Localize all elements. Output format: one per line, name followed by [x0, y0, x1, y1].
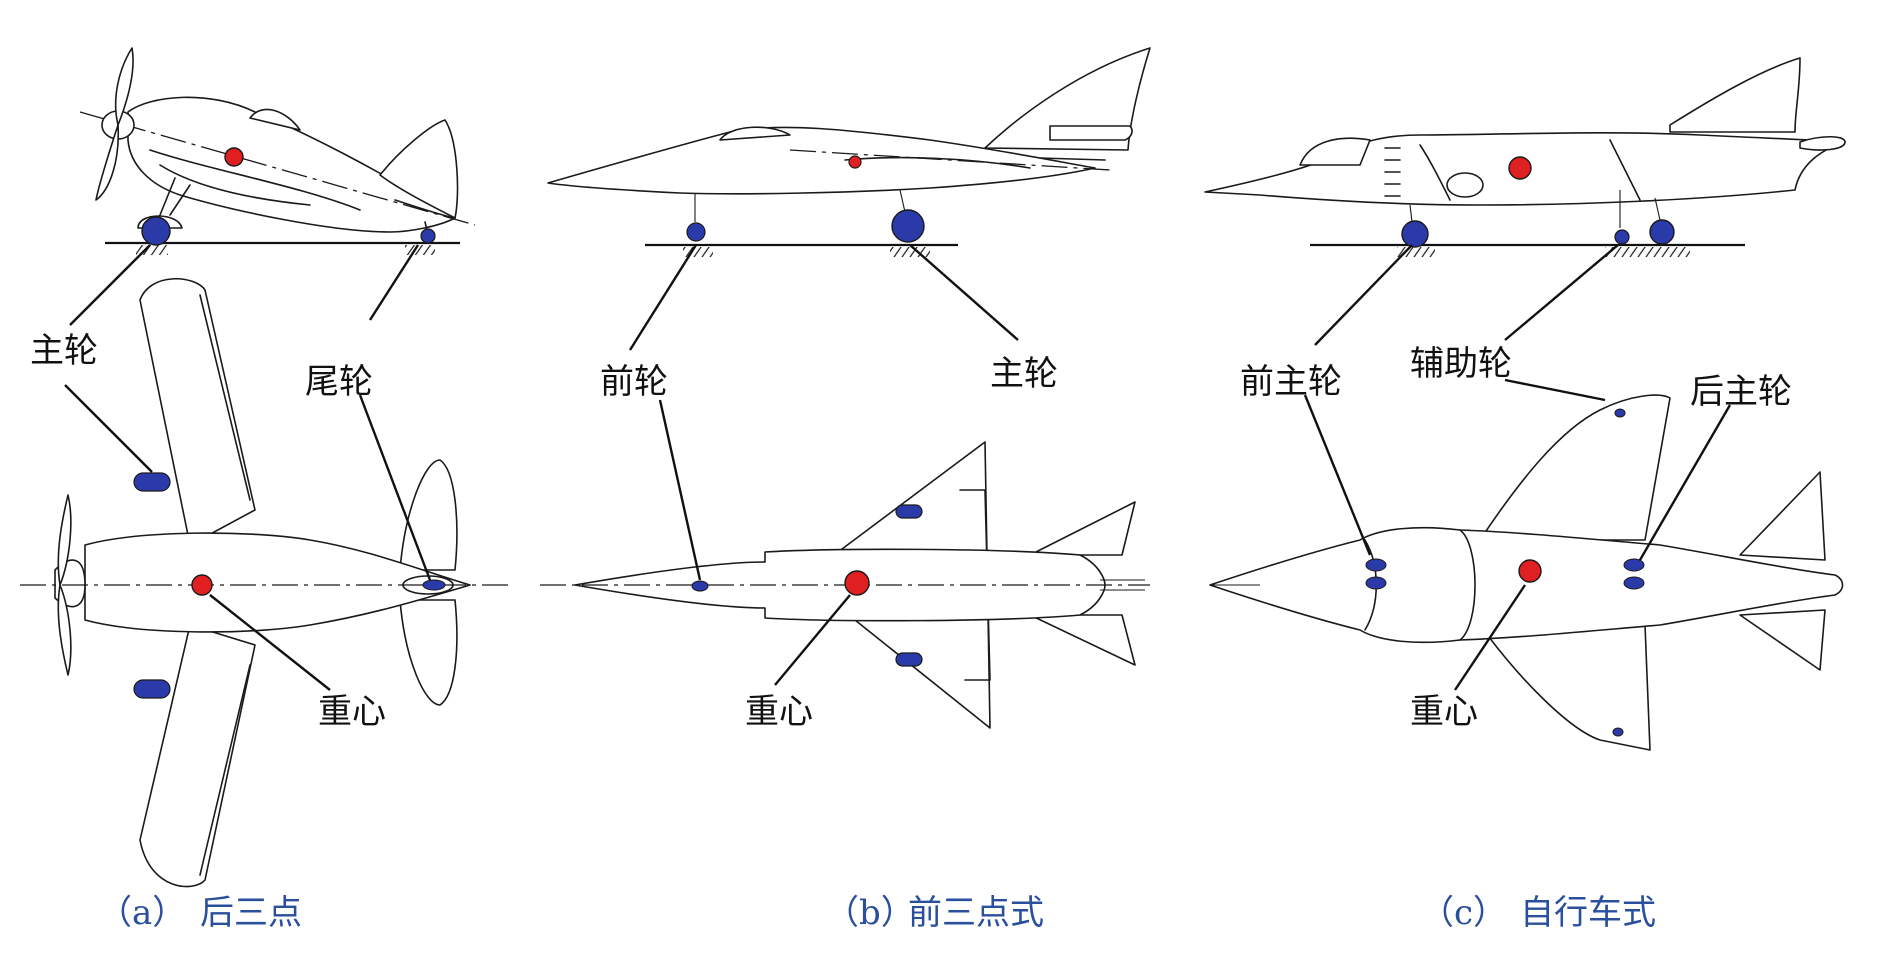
- cg-marker: [1518, 559, 1542, 583]
- label-front-main-wheel: 前主轮: [1240, 362, 1342, 402]
- caption-tag-c: （c）: [1420, 893, 1507, 933]
- panel-c: 前主轮 辅助轮 后主轮 重心 （c） 自行车式: [1204, 57, 1846, 933]
- aux-wheel-marker: [1614, 408, 1626, 418]
- main-wheel-marker: [891, 209, 925, 243]
- ground-hatch: [890, 247, 930, 257]
- tail-wheel-marker: [420, 228, 436, 244]
- ground-hatch: [683, 247, 713, 257]
- label-rear-main-wheel: 后主轮: [1690, 372, 1792, 412]
- label-cg: 重心: [1410, 692, 1478, 732]
- main-wheel-marker: [895, 504, 923, 519]
- caption-tag-b: （b）: [825, 893, 915, 933]
- main-wheel-marker: [141, 216, 171, 246]
- tail-wheel-marker: [422, 579, 446, 591]
- ground-hatch: [136, 245, 168, 255]
- panel-c-top-view: [1209, 394, 1844, 751]
- front-main-wheel-marker: [1401, 220, 1429, 248]
- rear-main-wheel-marker: [1623, 576, 1645, 590]
- aux-wheel-marker: [1612, 727, 1624, 737]
- cg-marker: [191, 574, 213, 596]
- panel-b-side-view: [547, 47, 1151, 257]
- aux-wheel-marker: [1614, 229, 1630, 245]
- panel-c-side-view: [1204, 57, 1846, 257]
- ground-hatch: [405, 245, 435, 255]
- caption-c: 自行车式: [1520, 893, 1656, 933]
- label-main-wheel: 主轮: [990, 354, 1058, 394]
- caption-b: 前三点式: [908, 893, 1044, 933]
- cg-marker: [1508, 156, 1532, 180]
- label-tail-wheel: 尾轮: [305, 362, 373, 402]
- caption-a: 后三点: [200, 893, 302, 933]
- nose-wheel-marker: [686, 222, 706, 242]
- panel-a-side-view: [79, 47, 476, 255]
- label-cg: 重心: [318, 692, 386, 732]
- main-wheel-marker: [895, 652, 923, 667]
- rear-main-wheel-marker: [1649, 219, 1675, 245]
- label-aux-wheel: 辅助轮: [1410, 344, 1512, 384]
- label-cg: 重心: [745, 692, 813, 732]
- panel-a-top-view: [20, 278, 510, 888]
- front-main-wheel-marker: [1365, 558, 1387, 572]
- main-wheel-marker: [133, 472, 171, 492]
- ground-hatch: [1605, 247, 1690, 257]
- panel-b: 前轮 主轮 重心 （b） 前三点式: [540, 47, 1151, 933]
- ground-hatch: [1397, 247, 1435, 257]
- caption-tag-a: （a）: [98, 893, 186, 933]
- intake-louvers: [1384, 147, 1401, 197]
- cg-marker: [844, 570, 870, 596]
- rear-main-wheel-marker: [1623, 558, 1645, 572]
- label-main-wheel: 主轮: [30, 331, 98, 371]
- front-main-wheel-marker: [1365, 576, 1387, 590]
- cg-marker: [224, 147, 244, 167]
- nose-wheel-marker: [691, 580, 709, 592]
- panel-a: 主轮 尾轮 重心 （a） 后三点: [20, 47, 510, 933]
- cg-marker: [848, 155, 862, 169]
- label-nose-wheel: 前轮: [600, 362, 668, 402]
- panel-b-top-view: [540, 441, 1150, 729]
- main-wheel-marker: [133, 679, 171, 699]
